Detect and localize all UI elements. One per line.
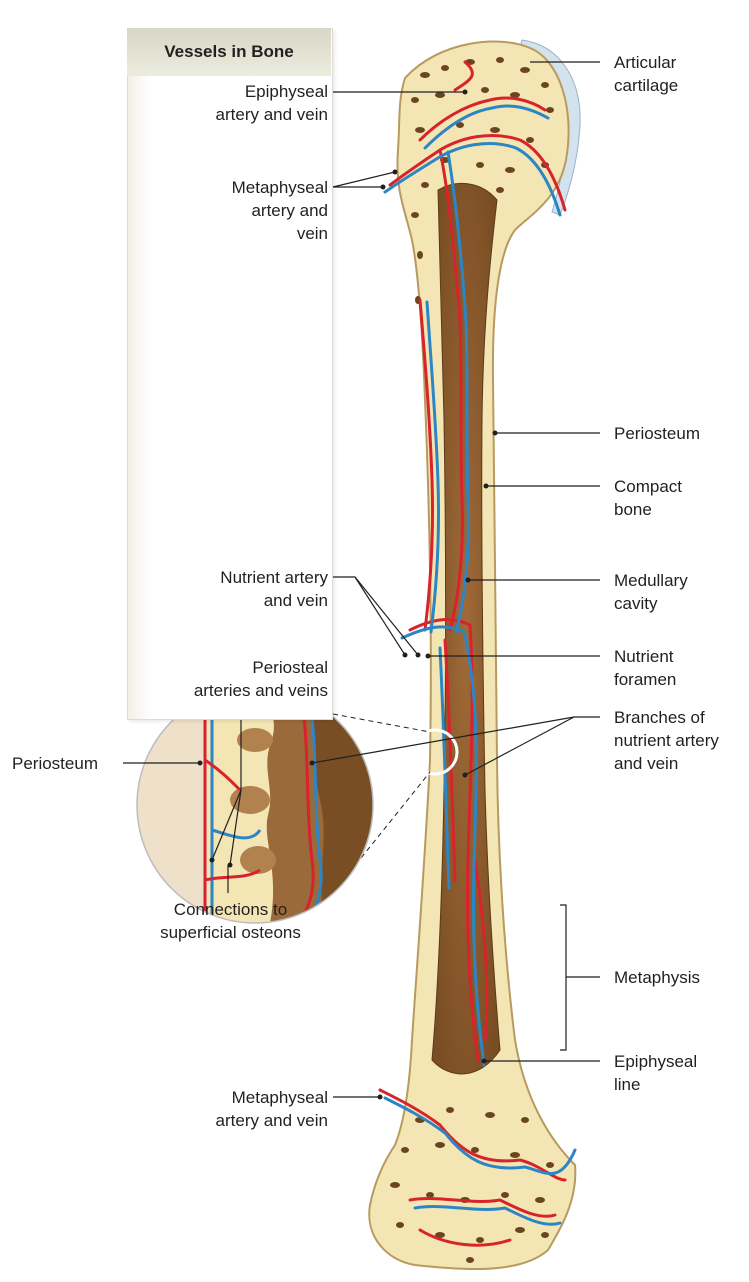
- label-epiphyseal-line: Epiphyseal line: [614, 1050, 697, 1096]
- label-nutrient-artery-vein: Nutrient artery and vein: [220, 566, 328, 612]
- panel-title: Vessels in Bone: [127, 28, 331, 76]
- label-metaphyseal-artery-vein-bottom: Metaphyseal artery and vein: [216, 1086, 328, 1132]
- label-nutrient-foramen: Nutrient foramen: [614, 645, 676, 691]
- label-epiphyseal-artery-vein: Epiphyseal artery and vein: [216, 80, 328, 126]
- label-connections-superficial-osteons: Connections to superficial osteons: [148, 898, 313, 944]
- label-periosteum-left: Periosteum: [12, 752, 98, 775]
- label-metaphysis: Metaphysis: [614, 966, 700, 989]
- label-metaphyseal-artery-vein-top: Metaphyseal artery and vein: [232, 176, 328, 245]
- label-periosteum-right: Periosteum: [614, 422, 700, 445]
- label-articular-cartilage: Articular cartilage: [614, 51, 678, 97]
- vessels-in-bone-panel: [127, 28, 333, 720]
- label-periosteal-arteries-veins: Periosteal arteries and veins: [194, 656, 328, 702]
- label-medullary-cavity: Medullary cavity: [614, 569, 688, 615]
- magnified-detail: [137, 687, 373, 923]
- label-branches-nutrient: Branches of nutrient artery and vein: [614, 706, 719, 775]
- label-compact-bone: Compact bone: [614, 475, 682, 521]
